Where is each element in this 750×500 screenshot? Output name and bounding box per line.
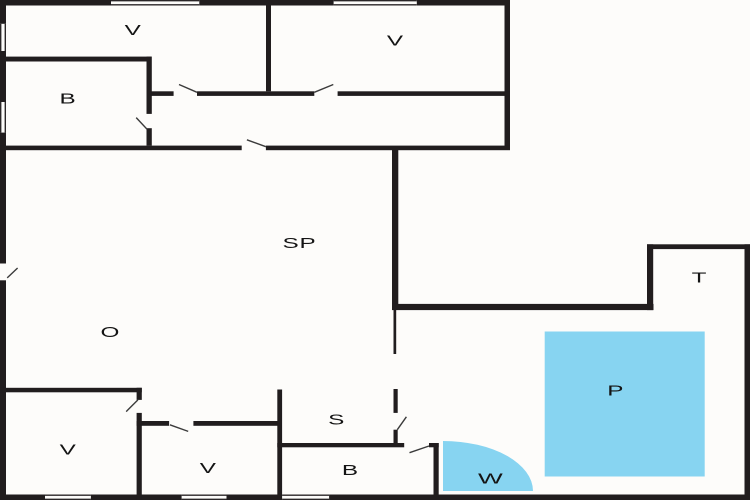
svg-text:V: V (387, 33, 404, 49)
svg-text:V: V (125, 23, 142, 39)
svg-text:T: T (692, 270, 707, 286)
svg-text:V: V (200, 460, 217, 476)
svg-text:P: P (607, 383, 623, 399)
svg-text:W: W (478, 470, 504, 487)
svg-text:SP: SP (282, 235, 316, 251)
svg-text:B: B (59, 91, 75, 107)
svg-text:S: S (328, 412, 344, 428)
svg-text:B: B (342, 462, 358, 478)
svg-text:O: O (101, 324, 120, 340)
svg-text:V: V (60, 442, 77, 458)
